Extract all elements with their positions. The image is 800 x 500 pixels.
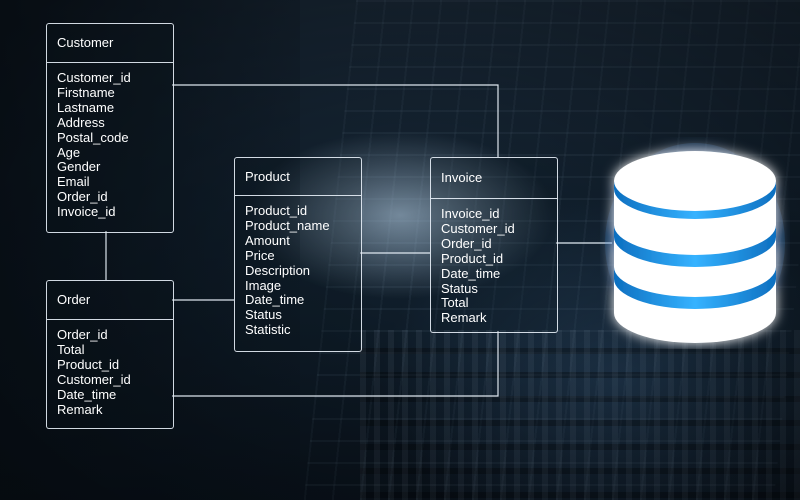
field-description: Description [245,262,311,278]
field-product-name: Product_name [245,217,330,233]
server-rack-panel [360,330,800,500]
entity-product: Product Product_id Product_name Amount P… [234,157,362,352]
field-date-time: Date_time [441,265,501,281]
entity-product-fields: Product_id Product_name Amount Price Des… [235,196,361,338]
field-product-id: Product_id [245,203,308,218]
field-customer-id: Customer_id [441,220,515,236]
field-amount: Amount [245,232,290,248]
field-date-time: Date_time [245,292,305,308]
entity-order: Order Order_id Total Product_id Customer… [46,280,174,429]
field-product-id: Product_id [57,356,120,372]
entity-customer: Customer Customer_id Firstname Lastname … [46,23,174,233]
field-total: Total [57,341,85,357]
field-gender: Gender [57,159,101,175]
database-icon [605,143,785,343]
field-address: Address [57,114,105,130]
entity-order-title: Order [47,281,173,320]
field-image: Image [245,277,282,293]
field-price: Price [245,247,275,263]
entity-customer-fields: Customer_id Firstname Lastname Address P… [47,63,173,220]
field-remark: Remark [57,401,103,417]
entity-product-title: Product [235,158,361,196]
entity-invoice-fields: Invoice_id Customer_id Order_id Product_… [431,199,557,326]
connector-customer-invoice [172,84,499,157]
field-customer-id: Customer_id [57,70,131,85]
field-product-id: Product_id [441,250,504,266]
entity-invoice-title: Invoice [431,158,557,199]
connector-order-invoice [172,331,499,397]
field-firstname: Firstname [57,84,115,100]
field-postal-code: Postal_code [57,129,129,145]
field-total: Total [441,295,469,311]
field-date-time: Date_time [57,386,117,402]
field-lastname: Lastname [57,99,115,115]
field-email: Email [57,174,90,190]
background-shade [0,0,300,500]
field-customer-id: Customer_id [57,371,131,387]
field-remark: Remark [441,310,487,326]
field-invoice-id: Invoice_id [441,206,500,221]
field-order-id: Order_id [57,189,108,205]
field-age: Age [57,144,81,160]
entity-customer-title: Customer [47,24,173,63]
field-invoice-id: Invoice_id [57,204,116,220]
field-order-id: Order_id [441,235,492,251]
field-statistic: Statistic [245,322,291,338]
field-order-id: Order_id [57,327,108,342]
entity-order-fields: Order_id Total Product_id Customer_id Da… [47,320,173,417]
field-status: Status [441,280,478,296]
field-status: Status [245,307,282,323]
entity-invoice: Invoice Invoice_id Customer_id Order_id … [430,157,558,333]
